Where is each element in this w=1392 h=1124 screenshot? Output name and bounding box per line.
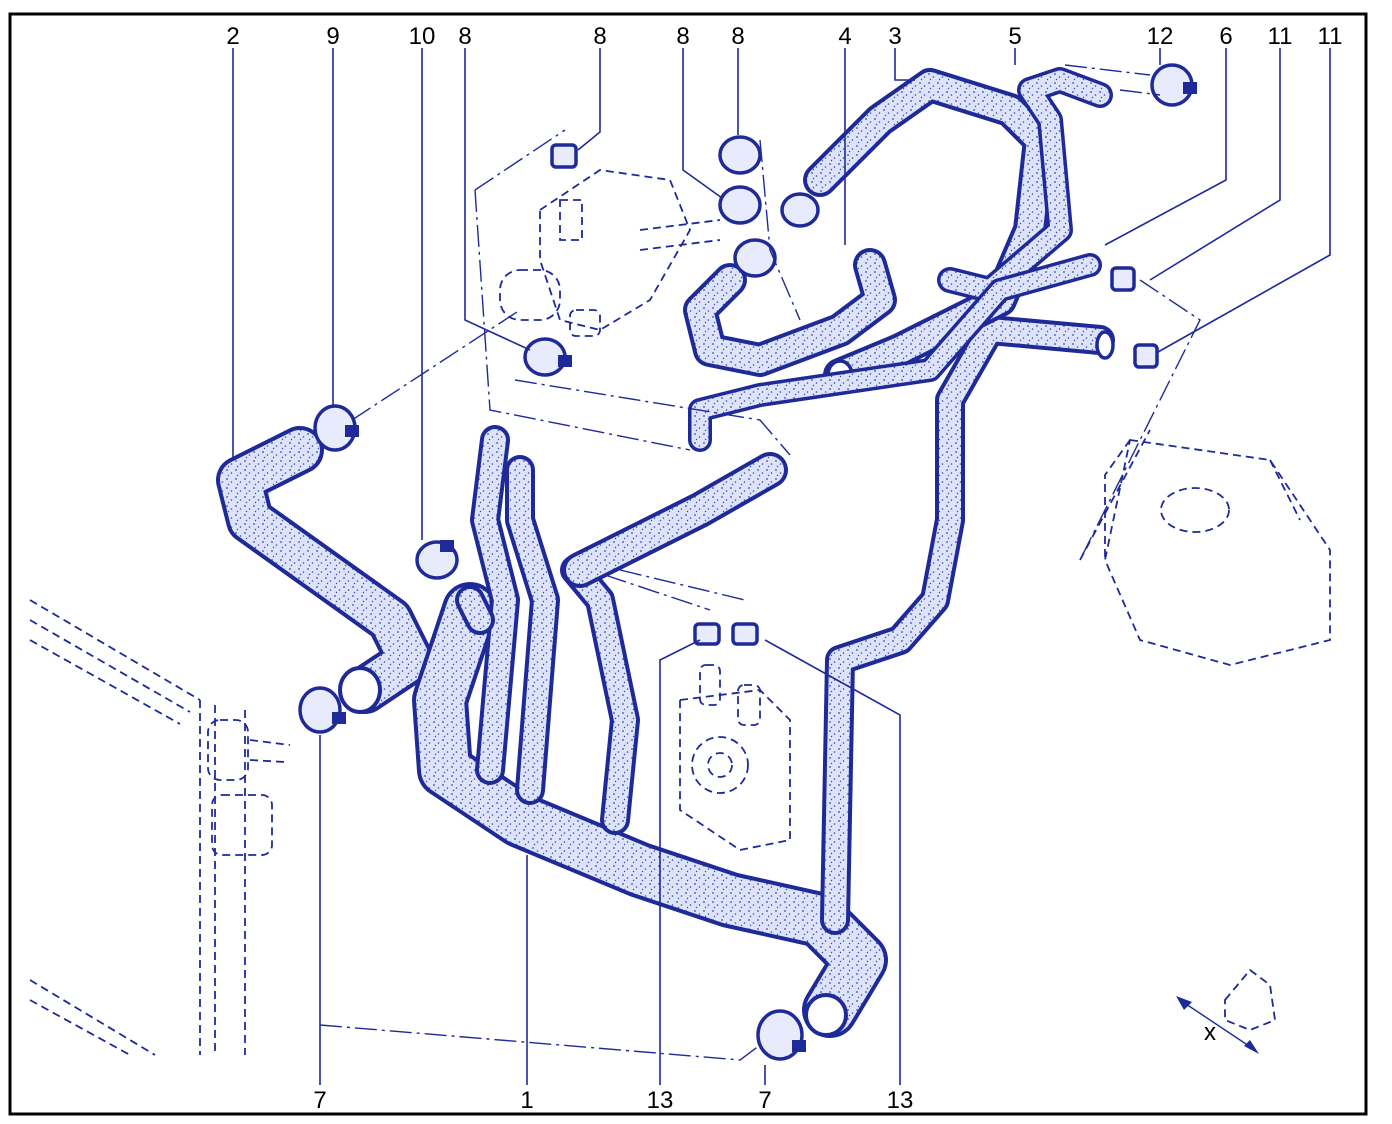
branch-hoses [470, 425, 788, 835]
detail-x-label: x [1204, 1019, 1216, 1046]
clamp-11-a [1110, 266, 1136, 292]
oil-cooler-outline [679, 664, 791, 851]
clamp-9 [313, 404, 359, 452]
callout-10: 10 [409, 23, 436, 50]
clamp-8-c [718, 135, 820, 278]
callouts-bottom: 7 1 13 7 13 [313, 1087, 913, 1114]
radiator-outline [29, 599, 291, 1056]
clamp-10 [415, 540, 459, 580]
leader-lines [232, 48, 1331, 1085]
clamp-13-a [693, 622, 721, 646]
clamp-8-a [523, 337, 572, 377]
callout-8-b: 8 [593, 23, 606, 50]
hose-6 [688, 253, 1102, 452]
hose-clamps [298, 63, 1197, 1061]
callout-7-right: 7 [758, 1087, 771, 1114]
hose-1 [412, 582, 888, 1038]
clamp-7-right [756, 1009, 806, 1061]
hose-bundle [216, 67, 1115, 1038]
callout-7-left: 7 [313, 1087, 326, 1114]
callout-2: 2 [226, 23, 239, 50]
clamp-12 [1150, 63, 1197, 107]
riser-hose [820, 315, 1115, 935]
callout-8-d: 8 [731, 23, 744, 50]
callout-8-a: 8 [458, 23, 471, 50]
callout-5: 5 [1008, 23, 1021, 50]
thermostat-housing-outline [499, 169, 721, 337]
clamp-orientation-detail: x [1176, 968, 1276, 1054]
callout-13-left: 13 [647, 1087, 674, 1114]
callouts-top: 2 9 10 8 8 8 8 4 3 5 12 6 11 11 [226, 23, 1342, 50]
callout-1: 1 [520, 1087, 533, 1114]
clamp-7-left [298, 686, 346, 734]
callout-9: 9 [326, 23, 339, 50]
assembly-lines [319, 64, 1201, 1061]
callout-4: 4 [838, 23, 851, 50]
callout-6: 6 [1219, 23, 1232, 50]
clamp-8-b [550, 143, 578, 169]
diagram-frame [8, 12, 1368, 1116]
hose-4 [683, 248, 897, 377]
callout-8-c: 8 [676, 23, 689, 50]
callout-3: 3 [888, 23, 901, 50]
clamp-11-b [1133, 343, 1159, 369]
hose-10-stub [455, 585, 495, 635]
callout-12: 12 [1147, 23, 1174, 50]
callout-13-right: 13 [887, 1087, 914, 1114]
expansion-tank-outline [1079, 429, 1331, 666]
callout-11-a: 11 [1268, 23, 1293, 50]
clamp-13-b [731, 622, 759, 646]
callout-11-b: 11 [1318, 23, 1343, 50]
hose-2 [216, 426, 434, 714]
